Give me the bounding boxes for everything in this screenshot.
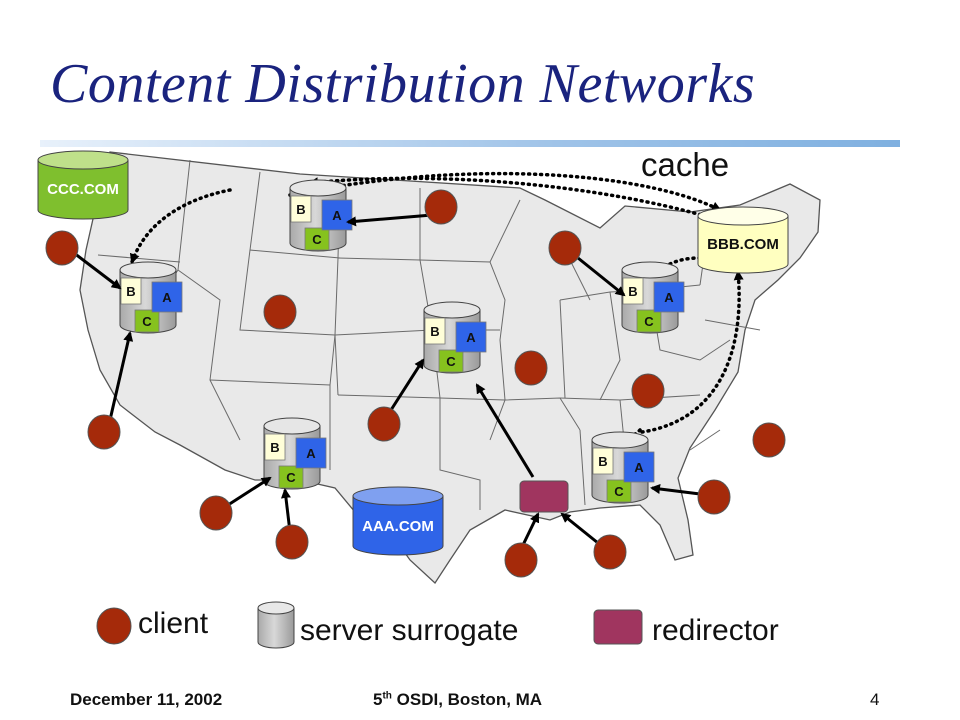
client-node (752, 422, 786, 458)
content-tag-b-label: B (430, 324, 439, 339)
client-node (87, 414, 121, 450)
legend-redirector-label: redirector (652, 614, 779, 647)
content-tag-a-label: A (162, 290, 172, 305)
content-tag-a-label: A (664, 290, 674, 305)
origin-aaa-label: AAA.COM (362, 518, 434, 535)
client-node (263, 294, 297, 330)
clients (45, 189, 786, 578)
content-tag-b-label: B (598, 454, 607, 469)
content-tag-a (295, 437, 327, 469)
origin-ccc-label: CCC.COM (47, 181, 119, 198)
server-surrogate: CA B (591, 431, 655, 504)
content-tag-a (623, 451, 655, 483)
server-surrogate: CA B (621, 261, 685, 334)
content-tag-c-label: C (644, 314, 654, 329)
content-tag-c (636, 309, 662, 333)
client-node (199, 495, 233, 531)
title-underline (40, 140, 900, 147)
content-tag-a-label: A (634, 460, 644, 475)
content-tag-c (438, 349, 464, 373)
content-tag-b (424, 317, 446, 345)
request-arrows (73, 213, 701, 546)
content-tag-b-label: B (126, 284, 135, 299)
content-tag-a-label: A (332, 208, 342, 223)
server-surrogate: CA B (119, 261, 183, 334)
content-tag-b-label: B (628, 284, 637, 299)
content-tag-a-label: A (466, 330, 476, 345)
content-tag-c-label: C (614, 484, 624, 499)
client-node (504, 542, 538, 578)
content-tag-c (278, 465, 304, 489)
client-node (697, 479, 731, 515)
legend-client-label: client (138, 607, 209, 640)
footer-page-number: 4 (870, 690, 880, 709)
client-node (514, 350, 548, 386)
slide-title: Content Distribution Networks (50, 53, 756, 115)
legend-redirector-icon (593, 609, 643, 645)
content-tag-b (120, 277, 142, 305)
content-tag-a (653, 281, 685, 313)
content-tag-a-label: A (306, 446, 316, 461)
server-surrogate: CA B (263, 417, 327, 490)
content-tag-c-label: C (446, 354, 456, 369)
client-node (593, 534, 627, 570)
legend-server-label: server surrogate (300, 614, 519, 647)
content-tag-c (606, 479, 632, 503)
server-surrogate: CA B (423, 301, 487, 374)
origin-ccc: CCC.COM (37, 150, 129, 220)
content-tag-b (592, 447, 614, 475)
content-tag-c-label: C (286, 470, 296, 485)
content-tag-c-label: C (312, 232, 322, 247)
cache-label: cache (641, 146, 730, 183)
footer-venue: 5th OSDI, Boston, MA (373, 690, 543, 709)
content-tag-c (134, 309, 160, 333)
client-node (424, 189, 458, 225)
client-node (631, 373, 665, 409)
content-tag-b-label: B (270, 440, 279, 455)
content-tag-b (290, 195, 312, 223)
origin-aaa: AAA.COM (352, 486, 444, 556)
client-node (367, 406, 401, 442)
legend (96, 601, 643, 649)
content-tag-b (264, 433, 286, 461)
redirector-box (519, 480, 569, 513)
content-tag-b-label: B (296, 202, 305, 217)
content-tag-c-label: C (142, 314, 152, 329)
client-node (275, 524, 309, 560)
content-tag-a (151, 281, 183, 313)
origin-bbb: BBB.COM (697, 206, 789, 274)
client-node (548, 230, 582, 266)
footer-date: December 11, 2002 (70, 690, 223, 709)
origin-bbb-label: BBB.COM (707, 236, 779, 253)
server-surrogate: CA B (289, 179, 353, 252)
client-node (45, 230, 79, 266)
content-tag-c (304, 227, 330, 251)
content-tag-a (455, 321, 487, 353)
legend-client-icon (96, 607, 132, 645)
legend-server-icon (257, 601, 295, 649)
